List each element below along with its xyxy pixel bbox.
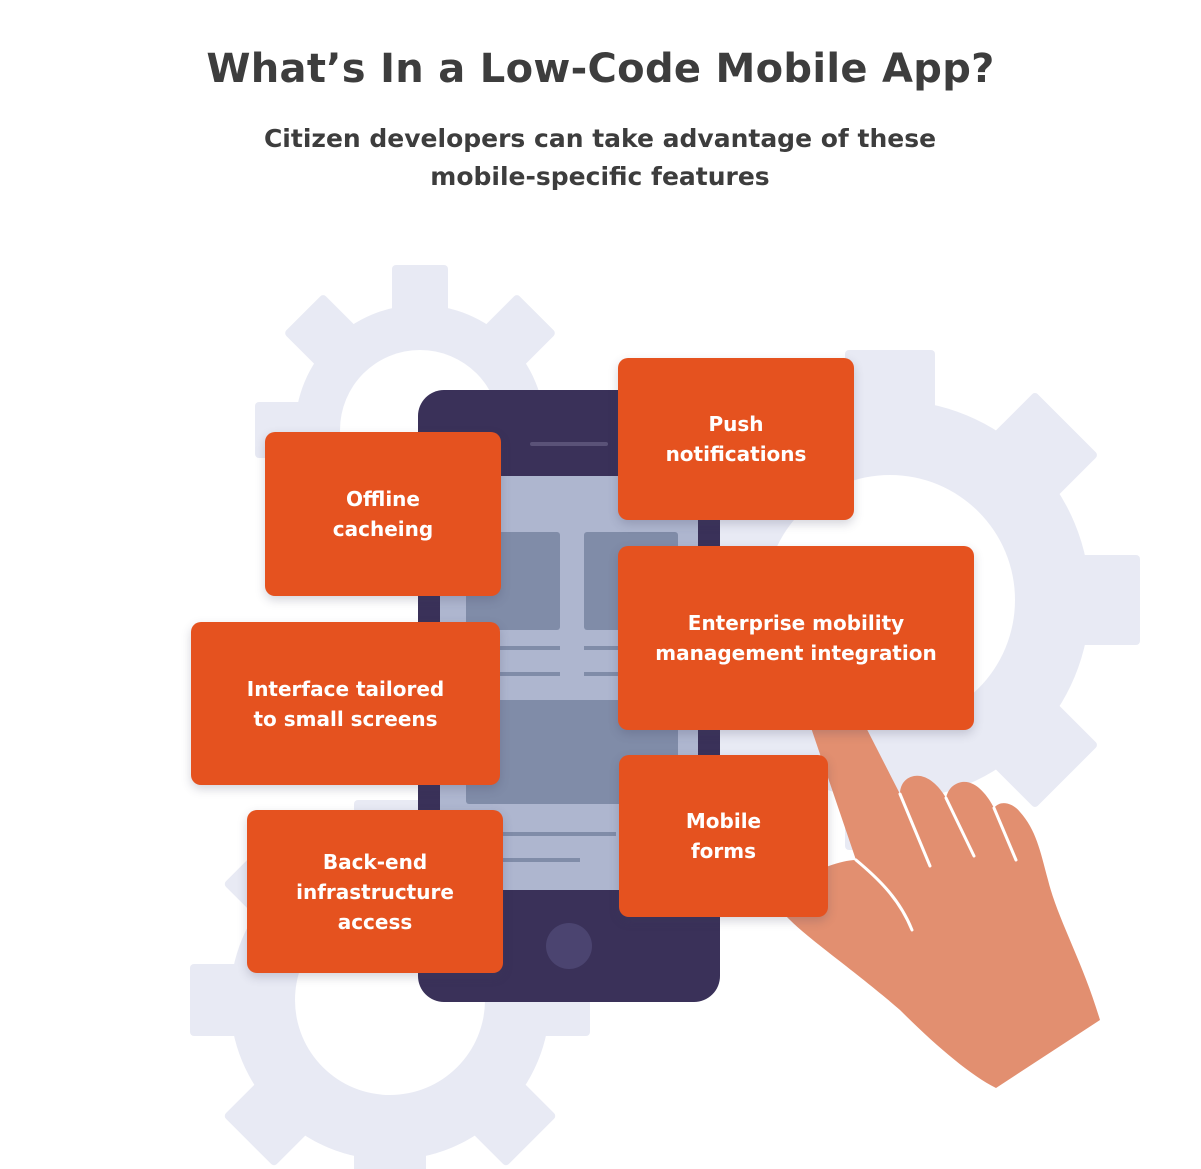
feature-card-offline-cacheing: Offline cacheing xyxy=(265,432,501,596)
feature-label: Mobile forms xyxy=(686,806,761,866)
feature-card-push-notifications: Push notifications xyxy=(618,358,854,520)
feature-card-backend-infrastructure: Back-end infrastructure access xyxy=(247,810,503,973)
feature-label: Offline cacheing xyxy=(333,484,433,544)
feature-label-line: Offline xyxy=(346,487,420,511)
feature-label-line: Enterprise mobility xyxy=(687,611,905,635)
feature-label-line: to small screens xyxy=(253,706,438,731)
feature-label: Interface tailored to small screens xyxy=(247,674,445,734)
feature-card-mobile-forms: Mobile forms xyxy=(619,755,828,917)
page-subtitle: Citizen developers can take advantage of… xyxy=(250,120,950,196)
feature-label-line: Back-end xyxy=(322,849,428,874)
feature-label-line: Interface tailored xyxy=(246,676,445,701)
feature-label: Back-end infrastructure access xyxy=(296,847,454,937)
subtitle-line-2: mobile-specific features xyxy=(430,162,770,191)
page-title: What’s In a Low-Code Mobile App? xyxy=(206,46,995,92)
feature-label-line: Mobile xyxy=(685,809,762,833)
pointing-hand-icon xyxy=(780,681,1100,1088)
feature-label-line: access xyxy=(337,909,413,934)
feature-label: Enterprise mobility management integrati… xyxy=(655,608,936,668)
feature-card-interface-small-screens: Interface tailored to small screens xyxy=(191,622,500,785)
feature-label: Push notifications xyxy=(666,409,807,469)
feature-label-line: forms xyxy=(690,839,757,863)
subtitle-line-1: Citizen developers can take advantage of… xyxy=(263,124,937,153)
feature-label-line: cacheing xyxy=(332,517,434,541)
feature-label-line: notifications xyxy=(665,442,807,466)
feature-card-enterprise-mobility: Enterprise mobility management integrati… xyxy=(618,546,974,730)
feature-label-line: infrastructure xyxy=(296,879,454,904)
feature-label-line: Push xyxy=(708,412,764,436)
feature-label-line: management integration xyxy=(655,641,937,665)
